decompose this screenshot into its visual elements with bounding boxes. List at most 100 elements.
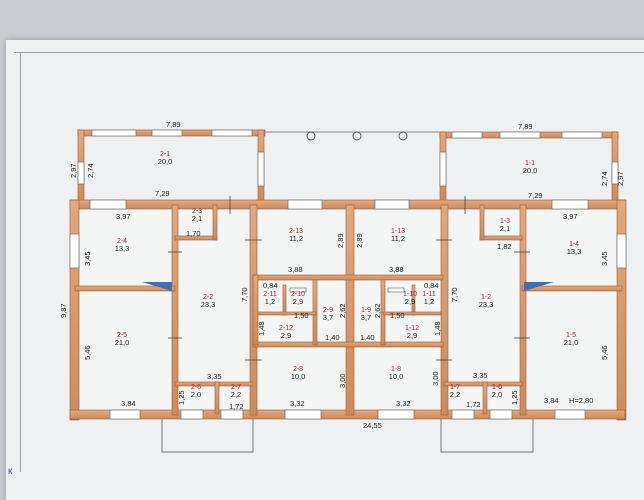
- room-id: 2-11: [263, 291, 277, 298]
- room-area: 2,9: [405, 297, 415, 306]
- dim-c262a: 2,62: [338, 303, 347, 318]
- room-area: 2,9: [293, 297, 303, 306]
- dim-c084b: 0,84: [424, 281, 439, 290]
- room-id: 1-11: [422, 291, 436, 298]
- dim-right-h2: 5,46: [600, 345, 609, 360]
- room-id: 1-2: [481, 294, 491, 301]
- dim-right-bottom: 3,84: [544, 396, 559, 405]
- dim-overall-height: 9,87: [59, 303, 68, 318]
- dim-c300a: 3,00: [338, 373, 347, 388]
- dim-c335b: 3,35: [473, 371, 488, 380]
- dim-right-mid-width: 7,29: [528, 191, 543, 200]
- room-id: 2-2: [203, 294, 213, 301]
- room-id: 2-7: [231, 384, 241, 391]
- dim-c332b: 3,32: [396, 399, 411, 408]
- room-area: 11,2: [391, 234, 405, 243]
- room-area: 13,3: [567, 247, 582, 256]
- room-area: 2,1: [192, 214, 202, 223]
- dim-c140b: 1,40: [360, 333, 375, 342]
- windows: [69, 129, 627, 420]
- dim-c148a: 1,48: [257, 321, 266, 336]
- room-area: 2,0: [191, 390, 201, 399]
- room-id: 1-6: [492, 384, 502, 391]
- dim-center-right-1: 3,88: [389, 265, 404, 274]
- dim-right-porch-h: 2,97: [616, 171, 625, 186]
- room-id: 2-1: [160, 151, 170, 158]
- room-id: 1-3: [500, 218, 510, 225]
- room-area: 10,0: [389, 372, 404, 381]
- room-id: 2-10: [291, 291, 305, 298]
- marker-left: [142, 282, 172, 291]
- room-id: 2-5: [117, 332, 127, 339]
- dim-right-porch-in: 2,74: [600, 171, 609, 186]
- dim-right-h1: 3,45: [600, 251, 609, 266]
- dim-left-770: 7,70: [240, 287, 249, 302]
- dim-left-bottom: 3,84: [121, 399, 136, 408]
- room-id: 2-13: [289, 228, 303, 235]
- dim-c148b: 1,48: [433, 321, 442, 336]
- room-id: 1-9: [361, 307, 371, 314]
- room-area: 23,3: [479, 300, 494, 309]
- dim-left-porch-h: 2,97: [69, 163, 78, 178]
- dim-c084a: 0,84: [263, 281, 278, 290]
- dim-center-left-1: 3,88: [288, 265, 303, 274]
- dim-c262b: 2,62: [373, 303, 382, 318]
- dim-left-h2: 5,46: [83, 345, 92, 360]
- dim-right-small: 1,82: [497, 242, 512, 251]
- dim-center-v2: 2,89: [355, 233, 364, 248]
- room-area: 3,7: [323, 313, 333, 322]
- room-area: 2,2: [450, 390, 460, 399]
- room-id: 1-13: [391, 228, 405, 235]
- room-area: 1,2: [265, 297, 275, 306]
- room-area: 21,0: [115, 338, 130, 347]
- dim-c125b: 1,25: [510, 390, 519, 405]
- frame-border-top: [14, 52, 644, 53]
- dim-left-room-width: 3,97: [116, 212, 131, 221]
- room-id: 1-8: [391, 366, 401, 373]
- dim-left-small: 1,70: [186, 229, 201, 238]
- room-area: 3,7: [361, 313, 371, 322]
- room-area: 2,0: [492, 390, 502, 399]
- door-ticks: [168, 196, 530, 361]
- corner-mark: к: [8, 466, 13, 477]
- dim-right-room-width: 3,97: [563, 212, 578, 221]
- dim-top-right-width: 7,89: [518, 122, 533, 131]
- room-id: 2-8: [293, 366, 303, 373]
- frame-border-left: [20, 52, 21, 472]
- room-id: 1-7: [450, 384, 460, 391]
- dim-left-porch-in: 2,74: [86, 163, 95, 178]
- dim-c335a: 3,35: [207, 372, 222, 381]
- dim-top-left-width: 7,89: [166, 120, 181, 129]
- room-id: 1-10: [403, 291, 417, 298]
- dim-c150b: 1,50: [390, 311, 405, 320]
- room-id: 1-1: [525, 160, 535, 167]
- bottom-porches: [161, 419, 534, 453]
- room-area: 2,9: [281, 331, 291, 340]
- room-area: 1,2: [424, 297, 434, 306]
- room-id: 2-4: [117, 238, 127, 245]
- dim-c300b: 3,00: [431, 371, 440, 386]
- dim-c172a: 1,72: [229, 402, 244, 411]
- dim-right-770: 7,70: [450, 287, 459, 302]
- room-id: 1-4: [569, 241, 579, 248]
- room-id: 1-5: [566, 332, 576, 339]
- room-id: 2-9: [323, 307, 333, 314]
- room-area: 20,0: [523, 166, 538, 175]
- room-area: 13,3: [115, 244, 130, 253]
- room-id: 2-3: [192, 208, 202, 215]
- marker-right: [524, 282, 554, 291]
- column-circles: [306, 131, 408, 141]
- room-id: 1-12: [405, 325, 419, 332]
- dim-overall-width: 24,55: [363, 421, 382, 430]
- room-area: 11,2: [289, 234, 303, 243]
- dim-center-v1: 2,89: [336, 233, 345, 248]
- room-area: 23,3: [201, 300, 216, 309]
- dimension-labels: 7,89 7,89 2,97 2,74 2,74 2,97 7,29 7,29 …: [59, 120, 625, 430]
- dim-left-mid-width: 7,29: [155, 189, 170, 198]
- room-area: 21,0: [564, 338, 579, 347]
- room-area: 2,9: [407, 331, 417, 340]
- room-area: 2,1: [500, 224, 510, 233]
- dim-c140a: 1,40: [325, 333, 340, 342]
